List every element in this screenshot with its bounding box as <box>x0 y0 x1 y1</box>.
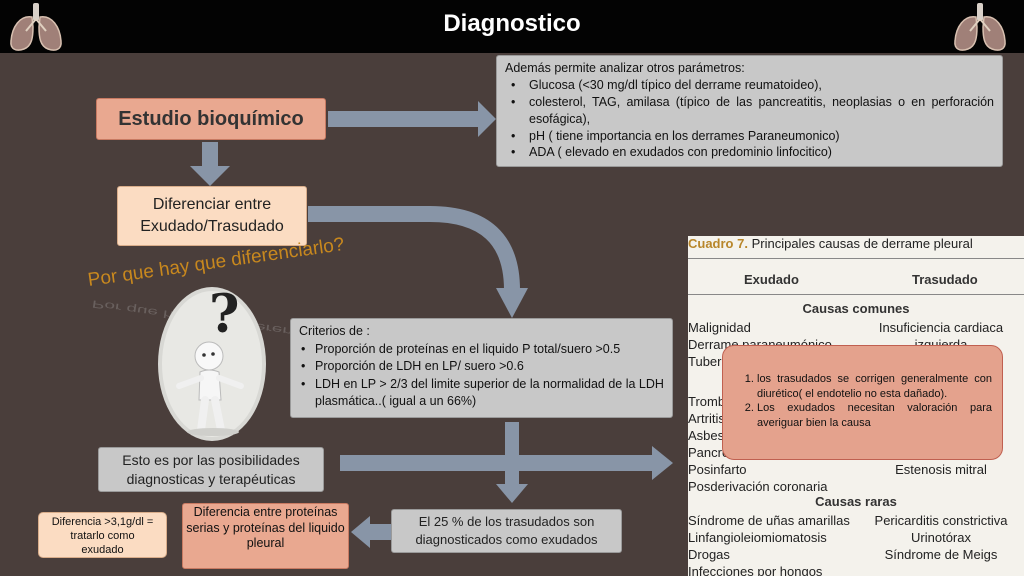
table-rule <box>688 294 1024 295</box>
cuadro-number: Cuadro 7. <box>688 236 748 251</box>
diferencia-31-box: Diferencia >3,1g/dl = tratarlo como exud… <box>38 512 167 558</box>
diferencia-31-line3: exudado <box>81 543 124 556</box>
table-cell: Malignidad <box>688 320 751 335</box>
table-cell: Estenosis mitral <box>895 462 987 477</box>
table-cell: Urinotórax <box>911 530 971 545</box>
note-item: Los exudados necesitan valoración para a… <box>757 401 992 430</box>
estudio-label: Estudio bioquímico <box>118 107 304 130</box>
diferenciar-line1: Diferenciar entre <box>152 196 272 214</box>
veinticinco-line2: diagnosticados como exudados <box>415 532 598 547</box>
cuadro-title: Principales causas de derrame pleural <box>751 236 973 251</box>
col-header-trasudado: Trasudado <box>912 272 978 287</box>
params-item: Glucosa (<30 mg/dl típico del derrame re… <box>505 77 994 94</box>
diferenciar-box: Diferenciar entre Exudado/Trasudado <box>117 186 307 246</box>
arrow-estudio-to-diferenciar <box>190 142 230 186</box>
criterios-intro: Criterios de : <box>299 324 370 338</box>
diferencia-31-line1: Diferencia >3,1g/dl = <box>51 516 154 528</box>
diferenciar-line2: Exudado/Trasudado <box>140 218 284 235</box>
note-list: los trasudados se corrigen generalmente … <box>733 372 992 430</box>
svg-text:?: ? <box>209 284 239 345</box>
posibilidades-line1: Esto es por las posibilidades <box>122 452 300 469</box>
posibilidades-box: Esto es por las posibilidades diagnostic… <box>98 447 324 492</box>
diferencia-proteinas-box: Diferencia entre proteínas serias y prot… <box>182 503 349 569</box>
arrow-diferenciar-to-criterios <box>308 206 520 291</box>
table-cell: Síndrome de Meigs <box>884 547 998 562</box>
criterios-item: Proporción de LDH en LP/ suero >0.6 <box>299 358 664 376</box>
table-cell: Pericarditis constrictiva <box>874 513 1008 528</box>
criterios-item: LDH en LP > 2/3 del limite superior de l… <box>299 376 664 411</box>
arrow-criterios-down <box>496 422 528 503</box>
veinticinco-line1: El 25 % de los trasudados son <box>418 514 595 530</box>
params-item: colesterol, TAG, amilasa (típico de las … <box>505 94 994 128</box>
section-raras: Causas raras <box>815 494 897 509</box>
table-cell: Tubero <box>688 354 729 369</box>
table-cell: Linfangioleiomiomatosis <box>688 530 827 545</box>
table-cell: Insuficiencia cardiaca <box>878 320 1004 335</box>
table-cell: Síndrome de uñas amarillas <box>688 513 850 528</box>
table-rule <box>688 258 1024 259</box>
diferencia-proteinas-label: Diferencia entre proteínas serias y prot… <box>186 505 345 551</box>
arrow-estudio-to-params <box>328 101 496 137</box>
cuadro-caption: Cuadro 7. Principales causas de derrame … <box>688 236 973 251</box>
question-person-icon: ? <box>157 282 267 447</box>
title-bar <box>0 0 1024 53</box>
criterios-list: Proporción de proteínas en el liquido P … <box>299 341 664 411</box>
table-cell: Drogas <box>688 547 730 562</box>
posibilidades-line2: diagnosticas y terapéuticas <box>126 470 296 487</box>
lungs-icon <box>954 3 1006 51</box>
diferencia-31-line2: tratarlo como <box>70 529 135 542</box>
col-header-exudado: Exudado <box>744 272 799 287</box>
params-item: pH ( tiene importancia en los derrames P… <box>505 128 994 145</box>
estudio-bioquimico-box: Estudio bioquímico <box>96 98 326 140</box>
criterios-item: Proporción de proteínas en el liquido P … <box>299 341 664 359</box>
arrow-to-proteinas-left <box>351 516 391 548</box>
page-title: Diagnostico <box>443 10 581 37</box>
table-cell: Asbes <box>688 428 725 443</box>
note-item: los trasudados se corrigen generalmente … <box>757 372 992 401</box>
params-box: Además permite analizar otros parámetros… <box>496 55 1003 167</box>
table-cell: Posinfarto <box>688 462 747 477</box>
table-cell: Artritis <box>688 411 725 426</box>
table-cell: Tromb <box>688 394 726 409</box>
criterios-box: Criterios de : Proporción de proteínas e… <box>290 318 673 418</box>
lungs-icon <box>10 3 62 51</box>
veinticinco-box: El 25 % de los trasudados son diagnostic… <box>391 509 622 553</box>
params-item: ADA ( elevado en exudados con predominio… <box>505 144 994 161</box>
table-cell: Posderivación coronaria <box>688 479 828 494</box>
table-cell: Pancre <box>688 445 730 460</box>
params-intro: Además permite analizar otros parámetros… <box>505 61 745 75</box>
params-list: Glucosa (<30 mg/dl típico del derrame re… <box>505 77 994 161</box>
section-comunes: Causas comunes <box>802 301 910 316</box>
note-box: los trasudados se corrigen generalmente … <box>722 345 1003 460</box>
table-cell: Infecciones por hongos <box>688 564 823 576</box>
